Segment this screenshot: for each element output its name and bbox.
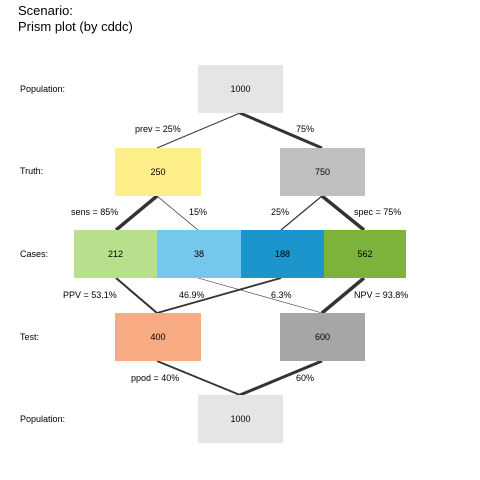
row-label-truth: Truth:: [20, 166, 44, 176]
link-fa-pos: [156, 277, 282, 314]
link-true-hi: [114, 194, 159, 232]
node-population-bottom: 1000: [198, 395, 283, 443]
node-test-positive: 400: [115, 313, 201, 361]
edge-label-npv: NPV = 93.8%: [354, 290, 409, 300]
edge-label-not-ppod: 60%: [296, 373, 315, 383]
link-hi-pos: [115, 277, 158, 314]
row-label-population-bottom: Population:: [20, 414, 66, 424]
scenario-title: Scenario:: [18, 3, 73, 18]
node-truth-false: 750: [280, 148, 365, 196]
edge-label-not-prev: 75%: [296, 124, 315, 134]
edge-label-prev: prev = 25%: [135, 124, 181, 134]
link-false-cr: [320, 194, 366, 232]
link-mi-neg: [197, 277, 323, 314]
edge-label-sens: sens = 85%: [71, 207, 119, 217]
row-label-test: Test:: [20, 332, 40, 342]
edge-label-for: 6.3%: [271, 290, 292, 300]
edge-label-ppod: ppod = 40%: [131, 373, 180, 383]
edge-label-miss-rate: 15%: [189, 207, 208, 217]
link-pop-true: [156, 112, 241, 149]
node-cases-correct-rejection: 562: [324, 230, 406, 278]
row-label-population-top: Population:: [20, 84, 66, 94]
plot-subtitle: Prism plot (by cddc): [18, 19, 133, 34]
node-cases-miss: 38: [157, 230, 241, 278]
link-pos-pop: [156, 360, 241, 396]
edge-label-false-alarm-rate: 25%: [271, 207, 290, 217]
node-test-negative: 600: [280, 313, 365, 361]
link-pop-false: [239, 111, 323, 150]
edge-label-ppv: PPV = 53.1%: [63, 290, 117, 300]
node-cases-false-alarm: 188: [241, 230, 324, 278]
node-cases-hit: 212: [74, 230, 157, 278]
edge-label-spec: spec = 75%: [354, 207, 402, 217]
link-neg-pop: [239, 359, 323, 397]
row-label-cases: Cases:: [20, 249, 49, 259]
link-false-fa: [280, 195, 323, 231]
edge-label-fdr: 46.9%: [179, 290, 205, 300]
node-population-top: 1000: [198, 65, 283, 113]
node-truth-true: 250: [115, 148, 201, 196]
link-cr-neg: [320, 276, 366, 315]
link-true-mi: [156, 195, 199, 231]
